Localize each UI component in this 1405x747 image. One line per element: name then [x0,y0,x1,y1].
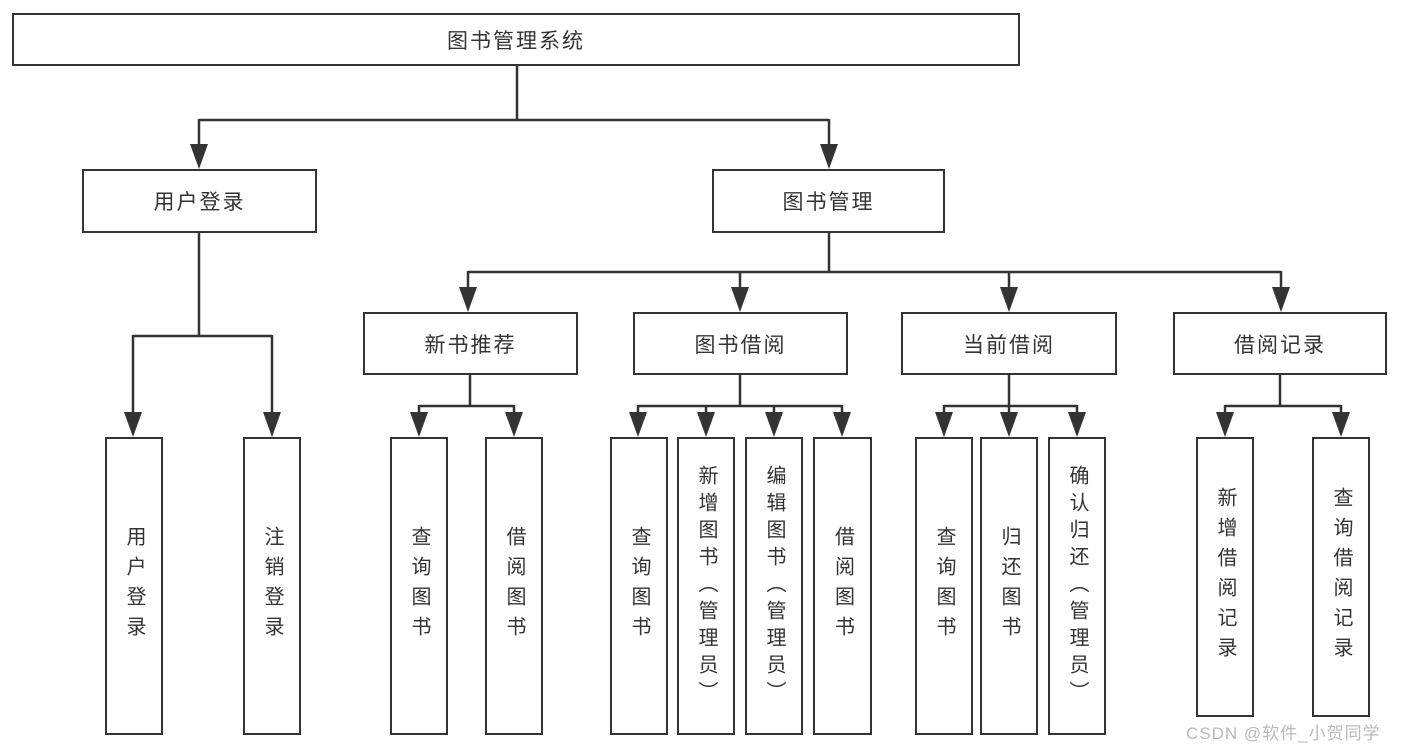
leaf-query-book-newrec: 查询图书 [390,437,448,735]
node-user-login-label: 用户登录 [153,191,246,214]
node-book-borrow-label: 图书借阅 [694,333,787,357]
node-borrow-record-label: 借阅记录 [1234,333,1326,357]
leaf-add-borrow-record: 新增借阅记录 [1196,437,1254,717]
leaf-confirm-return-admin: 确认归还（管理员） [1048,437,1106,735]
watermark: CSDN @软件_小贺同学 [1186,724,1381,743]
node-new-book-recommend-label: 新书推荐 [424,333,517,357]
leaf-edit-book-admin-label: 编辑图书（管理员） [763,464,785,708]
leaf-user-login: 用户登录 [105,437,163,735]
leaf-add-borrow-record-label: 新增借阅记录 [1214,487,1236,667]
leaf-query-book-current-label: 查询图书 [933,526,955,646]
node-new-book-recommend: 新书推荐 [363,312,578,375]
node-root: 图书管理系统 [12,13,1020,66]
leaf-query-book-current: 查询图书 [915,437,973,735]
leaf-query-book-borrow-label: 查询图书 [628,526,650,646]
node-borrow-record: 借阅记录 [1173,312,1387,375]
leaf-borrow-book-newrec: 借阅图书 [485,437,543,735]
leaf-edit-book-admin: 编辑图书（管理员） [745,437,803,735]
leaf-logout: 注销登录 [243,437,301,735]
leaf-borrow-book-borrow: 借阅图书 [813,437,872,735]
leaf-return-book: 归还图书 [980,437,1038,735]
leaf-query-borrow-record-label: 查询借阅记录 [1330,487,1352,667]
leaf-logout-label: 注销登录 [261,526,283,646]
leaf-user-login-label: 用户登录 [123,526,145,646]
node-book-management: 图书管理 [712,169,945,233]
node-current-borrow-label: 当前借阅 [963,333,1055,357]
node-root-label: 图书管理系统 [447,29,585,53]
leaf-borrow-book-newrec-label: 借阅图书 [503,526,525,646]
leaf-add-book-admin: 新增图书（管理员） [677,437,735,735]
leaf-add-book-admin-label: 新增图书（管理员） [695,464,717,708]
leaf-query-book-borrow: 查询图书 [610,437,668,735]
leaf-query-borrow-record: 查询借阅记录 [1312,437,1370,717]
leaf-return-book-label: 归还图书 [998,526,1020,646]
leaf-borrow-book-borrow-label: 借阅图书 [831,526,854,646]
leaf-confirm-return-admin-label: 确认归还（管理员） [1066,464,1088,708]
node-user-login: 用户登录 [82,169,317,233]
node-book-borrow: 图书借阅 [633,312,848,375]
node-book-management-label: 图书管理 [782,191,875,214]
leaf-query-book-newrec-label: 查询图书 [408,526,430,646]
node-current-borrow: 当前借阅 [901,312,1117,375]
